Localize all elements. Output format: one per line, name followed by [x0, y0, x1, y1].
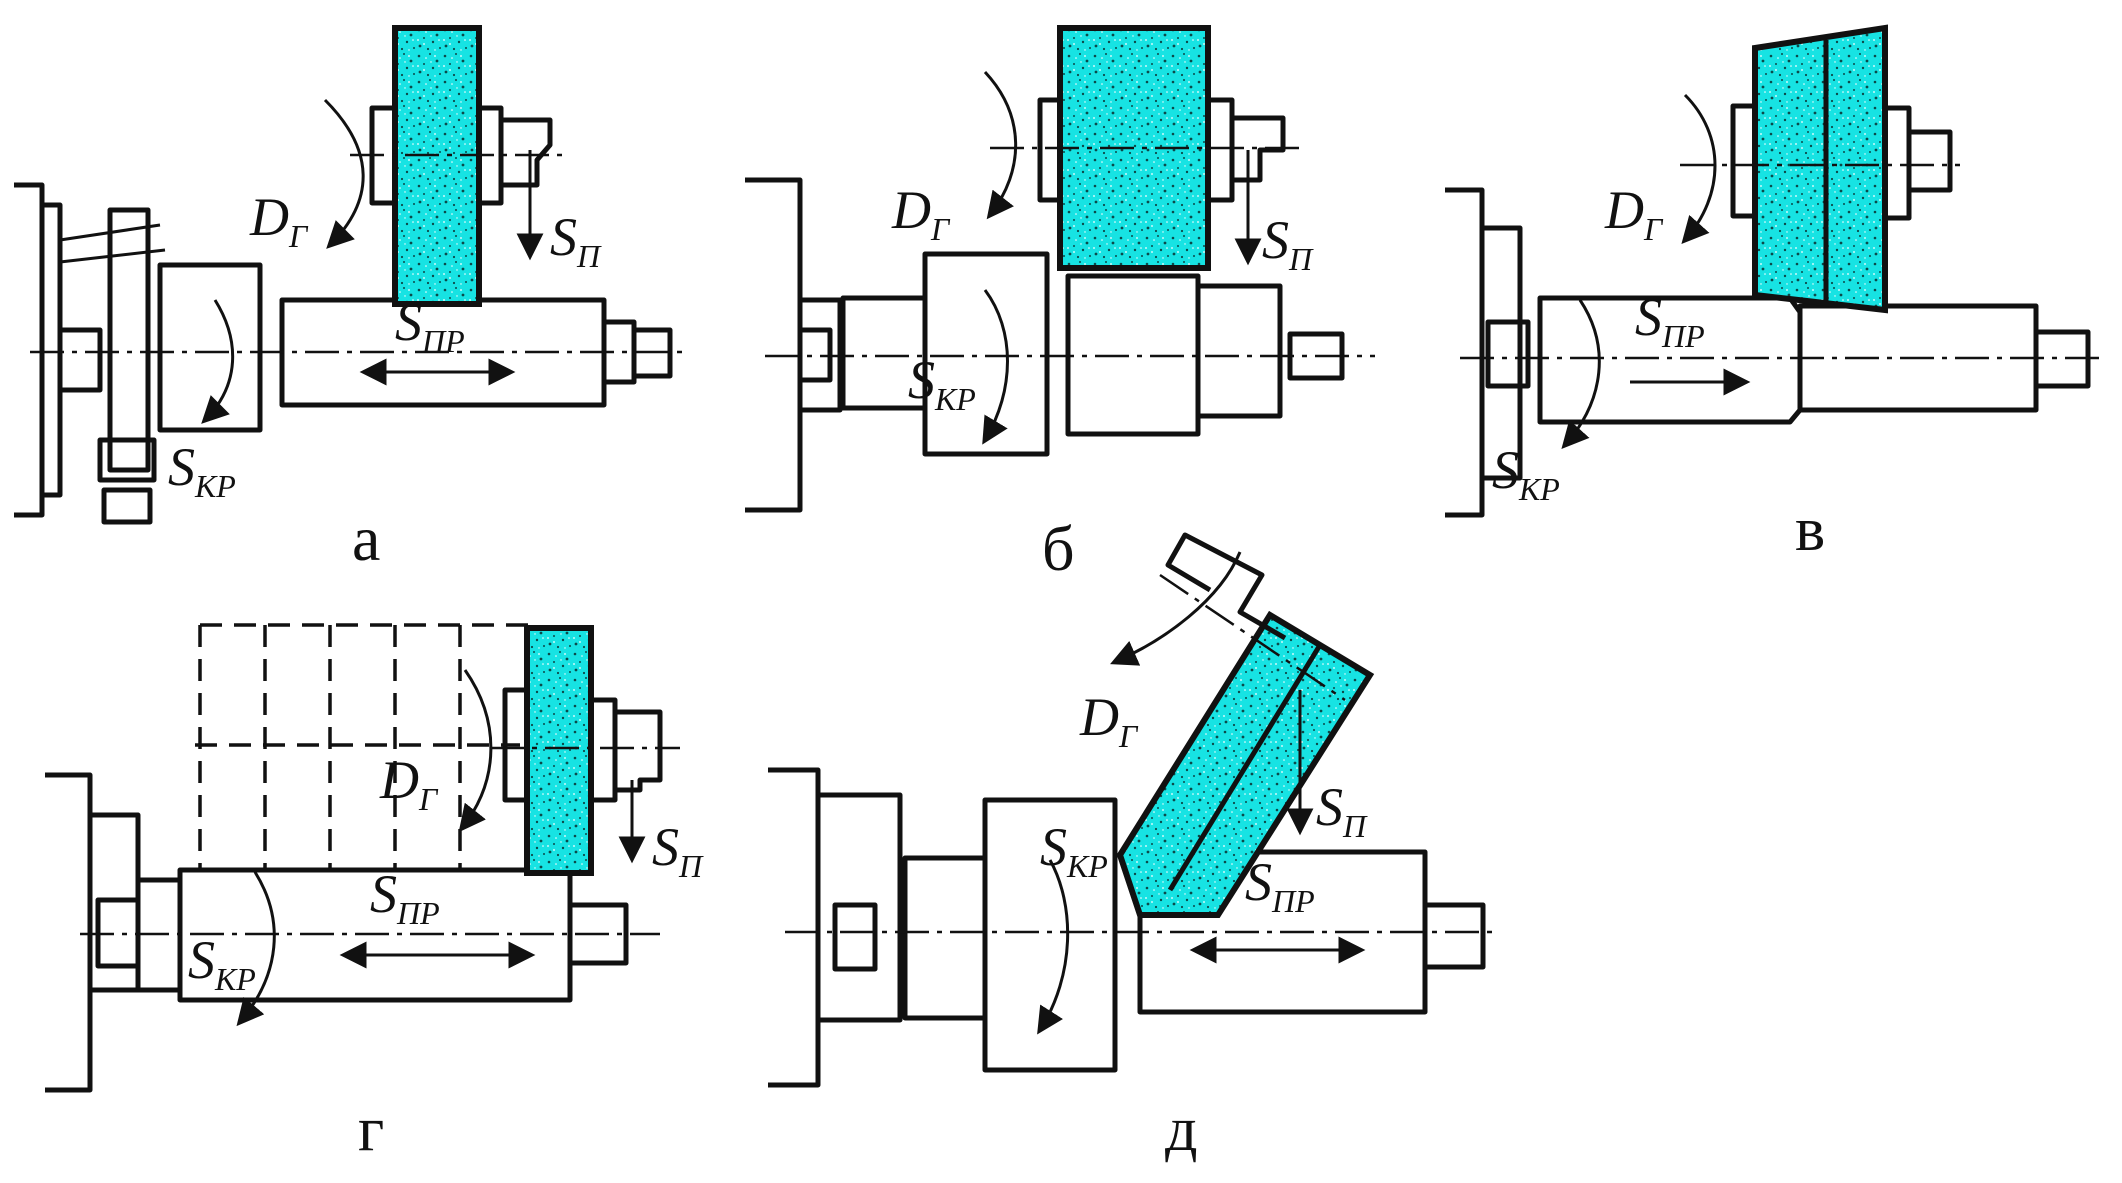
- rotation-arrow-b: [983, 70, 1018, 220]
- grinding-wheel-a: [392, 25, 482, 307]
- grinding-wheel-g: [524, 625, 594, 876]
- label-plunge-g: SП: [652, 817, 704, 884]
- driver-b: [922, 251, 1050, 457]
- label-plunge-d: SП: [1316, 777, 1368, 844]
- label-circular-g: SКР: [188, 930, 256, 997]
- wheel-spindle-g: [615, 709, 663, 793]
- spindle-nose-d: [832, 902, 878, 972]
- rotation-arrow-v: [1681, 93, 1717, 245]
- tailstock-d: [1422, 902, 1486, 970]
- chuck-d: [768, 767, 821, 1088]
- label-rotation-v: DГ: [1604, 180, 1664, 247]
- driver-d: [982, 797, 1118, 1073]
- spindle-nose-v: [1485, 319, 1531, 389]
- label-longitudinal-g: SПР: [370, 864, 440, 931]
- label-rotation-g: DГ: [379, 750, 439, 817]
- workpiece-taper-v: [1537, 295, 1803, 425]
- circular-arrow-d: [1037, 859, 1070, 1035]
- wheel-flange-right-b: [1205, 97, 1235, 203]
- circular-arrow-a: [201, 299, 235, 424]
- panel-d: DГ SП SПР SКР д: [768, 532, 1500, 1164]
- chuck-v: [1445, 187, 1485, 518]
- label-plunge-a: SП: [550, 207, 602, 274]
- workpiece-step-b: [1195, 283, 1283, 419]
- label-circular-d: SКР: [1040, 817, 1108, 884]
- label-plunge-b: SП: [1262, 210, 1314, 277]
- label-circular-v: SКР: [1492, 440, 1560, 507]
- label-longitudinal-d: SПР: [1245, 852, 1315, 919]
- wheel-split-d: [1167, 643, 1323, 892]
- chuck-flange-v: [1482, 225, 1523, 481]
- tailstock-g: [567, 902, 629, 966]
- faceplate-d: [902, 855, 988, 1021]
- faceplate-a: [157, 262, 263, 433]
- caption-v: в: [1795, 493, 1825, 564]
- caption-b: б: [1042, 513, 1075, 584]
- chuck-g: [45, 772, 93, 1093]
- caption-d: д: [1165, 1093, 1198, 1164]
- wheel-spindle-a: [501, 117, 553, 188]
- caption-a: а: [352, 503, 380, 574]
- label-rotation-b: DГ: [891, 180, 951, 247]
- panel-a: DГ SП SПР SКР а: [14, 25, 690, 574]
- lathe-dog-a: [59, 207, 166, 525]
- tailstock-a: [631, 327, 673, 379]
- label-circular-b: SКР: [908, 350, 976, 417]
- panel-v: DГ SПР SКР в: [1445, 24, 2105, 564]
- chuck-flange-a: [42, 202, 63, 498]
- panel-g: DГ SП SПР SКР г: [45, 623, 704, 1164]
- label-rotation-a: DГ: [249, 187, 309, 254]
- rotation-arrow-a: [323, 98, 365, 249]
- chuck-a: [14, 182, 45, 518]
- wheel-axis-d: [1159, 573, 1346, 702]
- wheel-spindle-d: [1165, 532, 1287, 641]
- wheel-spindle-v: [1909, 129, 1953, 193]
- wheel-flange-left-g: [502, 687, 530, 803]
- wheel-flange-left-b: [1037, 97, 1063, 203]
- spindle-nose-a: [57, 327, 103, 393]
- circular-arrow-b: [982, 289, 1009, 445]
- label-rotation-d: DГ: [1079, 687, 1139, 754]
- grinding-wheel-v: [1752, 24, 1888, 314]
- chuck-b: [745, 177, 803, 513]
- wheel-spindle-b: [1232, 115, 1286, 183]
- label-longitudinal-a: SПР: [395, 292, 465, 359]
- wheel-flange-right-g: [588, 697, 618, 803]
- caption-g: г: [358, 1093, 384, 1164]
- circular-arrow-v: [1561, 299, 1601, 450]
- circular-arrow-g: [236, 871, 276, 1027]
- rotation-arrow-d: [1110, 551, 1242, 666]
- chuck-flange-d: [818, 792, 903, 1023]
- rotation-arrow-g: [458, 669, 493, 833]
- panel-b: DГ SП SКР б: [745, 25, 1375, 584]
- wheel-flange-right-v: [1882, 105, 1912, 221]
- wheel-flange-left-v: [1730, 103, 1758, 219]
- label-circular-a: SКР: [168, 437, 236, 504]
- label-longitudinal-v: SПР: [1635, 287, 1705, 354]
